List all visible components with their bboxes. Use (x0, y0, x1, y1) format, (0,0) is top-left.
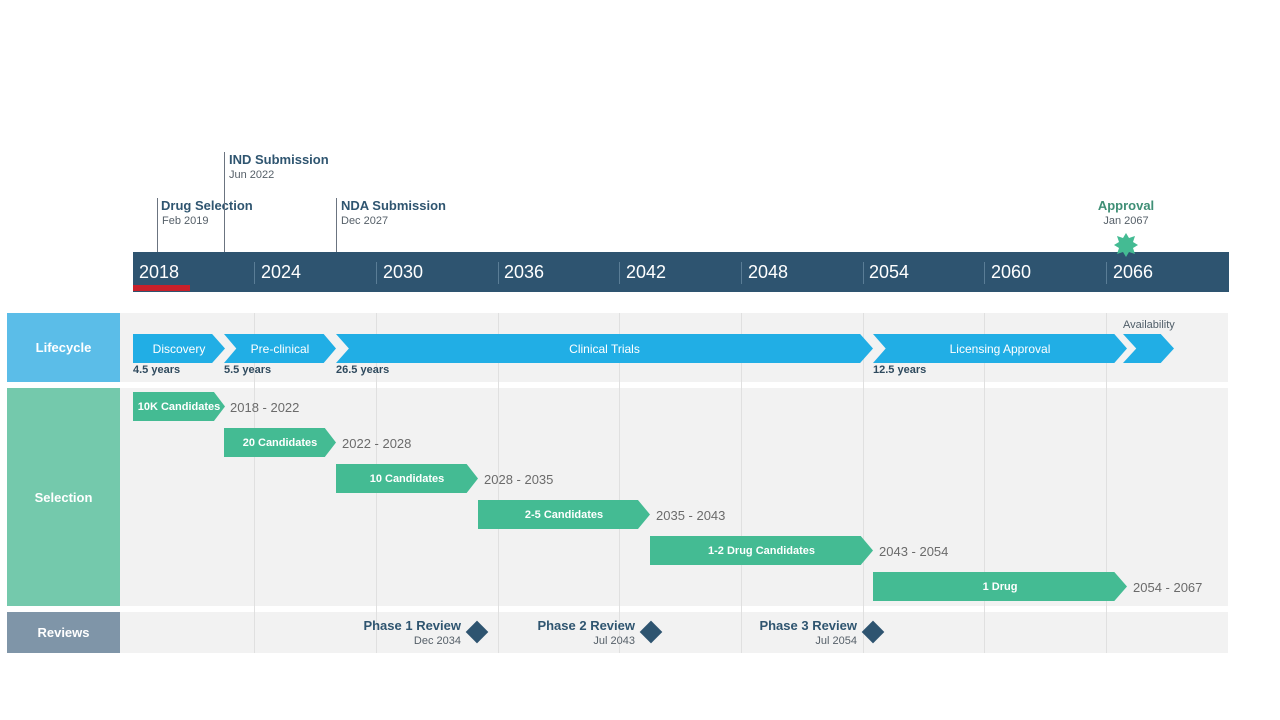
axis-tick-separator (498, 262, 499, 284)
milestone-ind-submission-line (224, 152, 225, 252)
milestone-ind-submission-date: Jun 2022 (229, 169, 275, 181)
selection-step: 20 Candidates (224, 428, 336, 457)
grid-line (984, 313, 985, 653)
axis-tick-separator (376, 262, 377, 284)
lifecycle-band-label: Lifecycle (7, 313, 120, 382)
axis-tick-label: 2060 (991, 262, 1032, 282)
grid-line (619, 313, 620, 653)
selection-step: 10 Candidates (336, 464, 478, 493)
lifecycle-duration: 12.5 years (873, 364, 927, 376)
axis-tick-separator (863, 262, 864, 284)
axis-tick-label: 2048 (748, 262, 789, 282)
axis-tick-separator (984, 262, 985, 284)
reviews-band-label: Reviews (7, 612, 120, 653)
selection-step-range: 2054 - 2067 (1133, 580, 1203, 595)
grid-line (1106, 313, 1107, 653)
selection-step-range: 2028 - 2035 (484, 472, 554, 487)
lifecycle-phase-clinical-trials: Clinical Trials (336, 334, 873, 363)
selection-step-range: 2043 - 2054 (879, 544, 949, 559)
axis-tick-separator (254, 262, 255, 284)
selection-step: 10K Candidates (133, 392, 225, 421)
reviews-band (120, 612, 1228, 653)
axis-tick-separator (1106, 262, 1107, 284)
today-marker (133, 285, 190, 291)
lifecycle-phase-discovery: Discovery (133, 334, 225, 363)
lifecycle-phase-licensing-approval: Licensing Approval (873, 334, 1127, 363)
axis-tick-label: 2054 (869, 262, 910, 282)
grid-line (863, 313, 864, 653)
review-date: Dec 2034 (413, 635, 461, 647)
grid-line (741, 313, 742, 653)
axis-tick-label: 2066 (1113, 262, 1154, 282)
axis-tick-label: 2030 (383, 262, 424, 282)
selection-step: 1 Drug (873, 572, 1127, 601)
milestone-nda-submission-date: Dec 2027 (341, 215, 389, 227)
lifecycle-duration: 5.5 years (224, 364, 272, 376)
time-axis-bar (133, 252, 1229, 292)
review-title: Phase 3 Review (759, 618, 857, 633)
review-title: Phase 2 Review (537, 618, 635, 633)
axis-tick-separator (619, 262, 620, 284)
selection-step-range: 2035 - 2043 (656, 508, 726, 523)
lifecycle-duration: 4.5 years (133, 364, 181, 376)
axis-tick-label: 2018 (139, 262, 180, 282)
selection-step: 1-2 Drug Candidates (650, 536, 873, 565)
axis-tick-label: 2042 (626, 262, 667, 282)
milestone-drug-selection-line (157, 198, 158, 252)
star-burst-icon (1114, 233, 1138, 257)
axis-tick-separator (741, 262, 742, 284)
review-title: Phase 1 Review (363, 618, 461, 633)
axis-tick-label: 2036 (504, 262, 545, 282)
milestone-drug-selection-date: Feb 2019 (162, 215, 209, 227)
milestone-ind-submission-title: IND Submission (229, 152, 329, 167)
milestone-drug-selection-title: Drug Selection (161, 198, 253, 213)
selection-band (120, 388, 1228, 606)
milestone-nda-submission-line (336, 198, 337, 252)
grid-line (254, 313, 255, 653)
axis-tick-label: 2024 (261, 262, 302, 282)
milestone-approval-title: Approval (1097, 198, 1155, 213)
review-date: Jul 2043 (593, 635, 635, 647)
lifecycle-phase-availability-label: Availability (1123, 319, 1175, 331)
selection-step-range: 2022 - 2028 (342, 436, 412, 451)
lifecycle-duration: 26.5 years (336, 364, 390, 376)
selection-step-range: 2018 - 2022 (230, 400, 300, 415)
selection-step: 2-5 Candidates (478, 500, 650, 529)
grid-line (498, 313, 499, 653)
milestone-nda-submission-title: NDA Submission (341, 198, 446, 213)
review-date: Jul 2054 (815, 635, 857, 647)
lifecycle-phase-pre-clinical: Pre-clinical (224, 334, 336, 363)
milestone-approval-date: Jan 2067 (1103, 215, 1149, 227)
selection-band-label: Selection (7, 388, 120, 606)
